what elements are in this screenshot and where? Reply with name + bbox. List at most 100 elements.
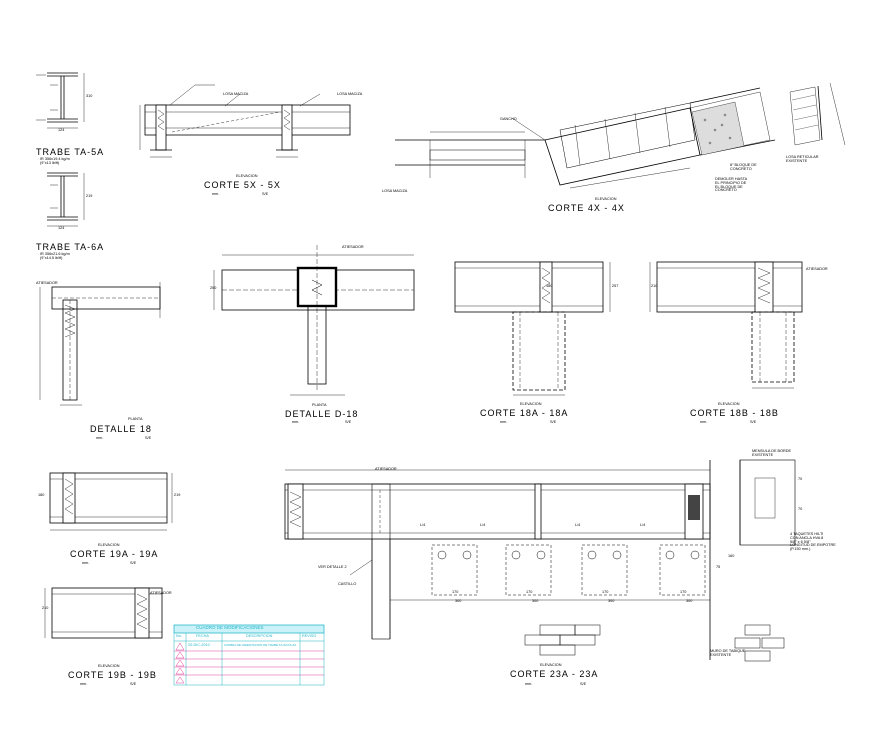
note-losa-reticular: LOSA RETICULAR EXISTENTE: [786, 155, 819, 163]
note-block: 8" BLOQUE DE CONCRETO: [730, 163, 757, 171]
note-18b-atiesador: ATIESADOR: [806, 267, 828, 271]
note-d18-atiesador: ATIESADOR: [342, 245, 364, 249]
title-corte-18b: CORTE 18B - 18B: [690, 408, 779, 418]
dim-18a-257: 257: [612, 284, 619, 288]
se-23a: S/E: [580, 682, 587, 686]
corte-19b-drawing: [44, 587, 163, 639]
mm-18a: mm.: [500, 420, 508, 424]
note-ver-detalle: VER DETALLE 2: [318, 565, 347, 569]
dim-23a-170-4: 170: [680, 590, 687, 594]
spec-trabe-ta6a: IR 356x21.6 kg/m (9"x14.5 lb/ft): [40, 252, 70, 260]
caption-d18-planta: PLANTA: [312, 403, 327, 407]
table-row1-fecha: 20-DIC-2010: [188, 643, 210, 647]
dim-d18-250: 250: [210, 286, 217, 290]
note-castillo: CASTILLO: [338, 582, 357, 586]
dim-19a-219: 219: [174, 493, 181, 497]
table-header-fecha: FECHA: [196, 634, 209, 638]
mm-19b: mm.: [80, 682, 88, 686]
dim-18a-180: 180: [546, 284, 553, 288]
note-demoler: DEMOLER HASTA EL PRINCIPIO DE EL BLOQUE …: [715, 177, 748, 193]
dim-23a-170-3: 170: [602, 590, 609, 594]
detalle-d18-drawing: [213, 245, 415, 396]
dim-19b-210: 210: [42, 606, 49, 610]
se-d18: S/E: [345, 420, 352, 424]
dim-23a-75: 75: [716, 565, 721, 569]
caption-18a-elevacion: ELEVACION: [520, 402, 542, 406]
table-header-no: No.: [176, 634, 182, 638]
se-19b: S/E: [130, 682, 137, 686]
se-18a: S/E: [550, 420, 557, 424]
corte-5x-drawing: [139, 84, 351, 158]
note-4x-losa-maciza: LOSA MACIZA: [382, 189, 408, 193]
corte-23a-drawing: [284, 459, 796, 662]
dim-23a-70-1: 70: [798, 477, 803, 481]
dim-23a-300-3: 300: [608, 599, 615, 603]
dim-23a-300-2: 300: [532, 599, 539, 603]
dim-23a-300-1: 300: [455, 599, 462, 603]
dim-23a-l4-4: L/4: [640, 523, 646, 527]
se-5x: S/E: [262, 192, 269, 196]
dim-ta6a-124: 124: [58, 226, 65, 230]
mm-19a: mm.: [82, 561, 90, 565]
caption-18b-elevacion: ELEVACION: [718, 402, 740, 406]
note-5x-losa-maciza: LOSA MACIZA: [223, 92, 249, 96]
caption-23a-elevacion: ELEVACION: [540, 663, 562, 667]
spec-trabe-ta5a: IR 356x19.4 kg/m (9"x13 lb/ft): [40, 157, 70, 165]
note-19b-atiesador: ATIESADOR: [150, 591, 172, 595]
note-gancho: GANCHO: [500, 117, 517, 121]
corte-18a-drawing: [454, 261, 611, 396]
caption-19b-elevacion: ELEVACION: [98, 664, 120, 668]
dim-18b-210: 210: [651, 284, 658, 288]
dim-23a-160: 160: [728, 554, 735, 558]
mm-d18: mm.: [292, 420, 300, 424]
dim-ta5a-310: 310: [86, 94, 93, 98]
note-18-atiesador: ATIESADOR: [36, 281, 58, 285]
mm-18: mm.: [96, 436, 104, 440]
title-trabe-ta5a: TRABE TA-5A: [36, 147, 105, 157]
brick-wall-pattern: [524, 624, 785, 662]
caption-18-planta: PLANTA: [128, 417, 143, 421]
trabe-ta6a-section: [47, 172, 85, 227]
mm-23a: mm.: [525, 682, 533, 686]
dim-23a-l4-2: L/4: [480, 523, 486, 527]
title-corte-4x: CORTE 4X - 4X: [548, 203, 625, 213]
caption-4x-elevacion: ELEVACION: [595, 197, 617, 201]
se-18b: S/E: [750, 420, 757, 424]
table-row1-descripcion: CAMBIO DE ORIENTACION DE TRABE TA-5A/TA-…: [224, 643, 297, 647]
corte-18b-drawing: [649, 261, 803, 389]
note-23a-atiesador: ATIESADOR: [375, 467, 397, 471]
corte-19a-drawing: [49, 472, 173, 531]
dim-19a-180: 180: [38, 493, 45, 497]
note-mensula: MENSULA DE BORDE EXISTENTE: [752, 449, 792, 457]
dim-23a-170-2: 170: [526, 590, 533, 594]
modifications-table: [173, 624, 325, 686]
title-corte-18a: CORTE 18A - 18A: [480, 408, 569, 418]
title-detalle-d18: DETALLE D-18: [285, 409, 359, 419]
table-header-descripcion: DESCRIPCION: [246, 634, 273, 638]
se-19a: S/E: [130, 561, 137, 565]
anchor-plates: [431, 544, 706, 596]
note-taquetes: 4 TAQUETES HILTI CON ANCLA HVA 8 5/8" x …: [790, 532, 836, 552]
title-corte-19b: CORTE 19B - 19B: [68, 670, 157, 680]
dim-ta5a-124: 124: [58, 128, 65, 132]
detalle-18-drawing: [39, 282, 161, 406]
caption-19a-elevacion: ELEVACION: [98, 543, 120, 547]
mm-5x: mm.: [212, 192, 220, 196]
note-muro-tabique: MURO DE TABIQUE EXISTENTE: [710, 649, 746, 657]
trabe-ta5a-section: [36, 72, 85, 129]
dim-23a-170-1: 170: [452, 590, 459, 594]
dim-23a-l4-3: L/4: [575, 523, 581, 527]
title-corte-5x: CORTE 5X - 5X: [204, 180, 281, 190]
mm-18b: mm.: [700, 420, 708, 424]
concrete-block-hatch: [691, 101, 745, 156]
dim-23a-70-2: 70: [798, 507, 803, 511]
dim-ta6a-219: 219: [86, 194, 93, 198]
caption-5x-elevacion: ELEVACION: [236, 174, 258, 178]
dim-23a-300-4: 300: [686, 599, 693, 603]
se-18: S/E: [145, 436, 152, 440]
note-5x-losa-maciza-2: LOSA MACIZA: [337, 92, 363, 96]
corte-4x-drawing: [395, 82, 846, 189]
table-header-reviso: REVISO: [302, 634, 317, 638]
